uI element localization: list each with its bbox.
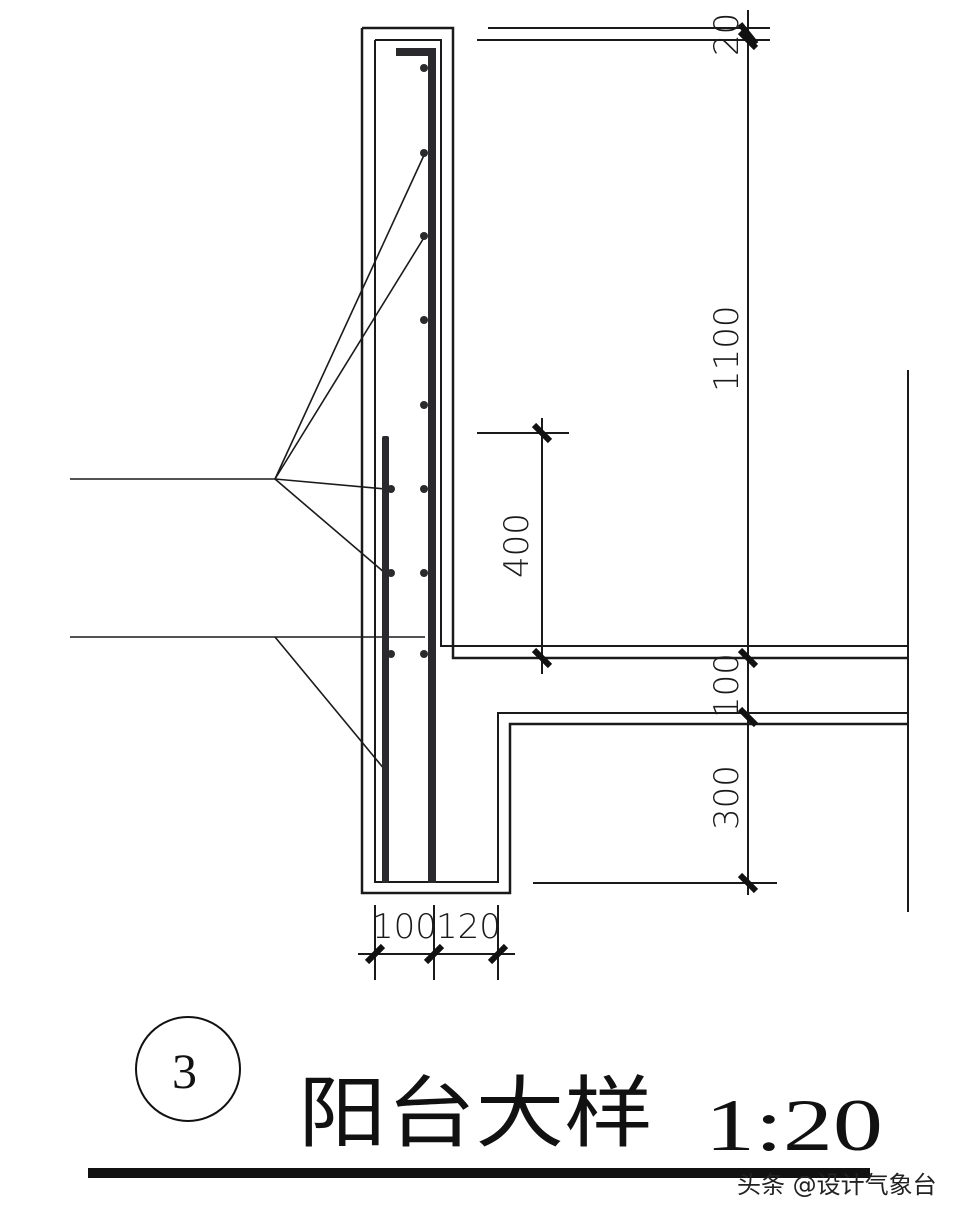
left-inner-edge: [374, 40, 908, 883]
dim-100-horizontal: 100: [372, 907, 437, 947]
drawing-title: 阳台大样: [298, 1069, 653, 1159]
dim-20: 20: [707, 13, 747, 56]
left-outer-edge: [360, 28, 908, 895]
detail-number-circle: [135, 1016, 241, 1122]
dim-100-vertical: 100: [707, 653, 747, 718]
title-underline: [88, 1168, 870, 1178]
dim-120: 120: [436, 907, 501, 947]
drawing-scale: 1:20: [705, 1085, 883, 1167]
inner-rebar-hook: [396, 48, 436, 883]
parapet-inner-outline: [375, 39, 908, 647]
dim-300: 300: [707, 765, 747, 830]
dim-1100: 1100: [707, 305, 747, 392]
dim-400: 400: [497, 513, 537, 578]
parapet-outer-outline: [362, 26, 908, 660]
outer-rebar: [382, 436, 389, 883]
watermark: 头条 @设计气象台: [737, 1171, 937, 1199]
detail-number: 3: [172, 1043, 197, 1099]
